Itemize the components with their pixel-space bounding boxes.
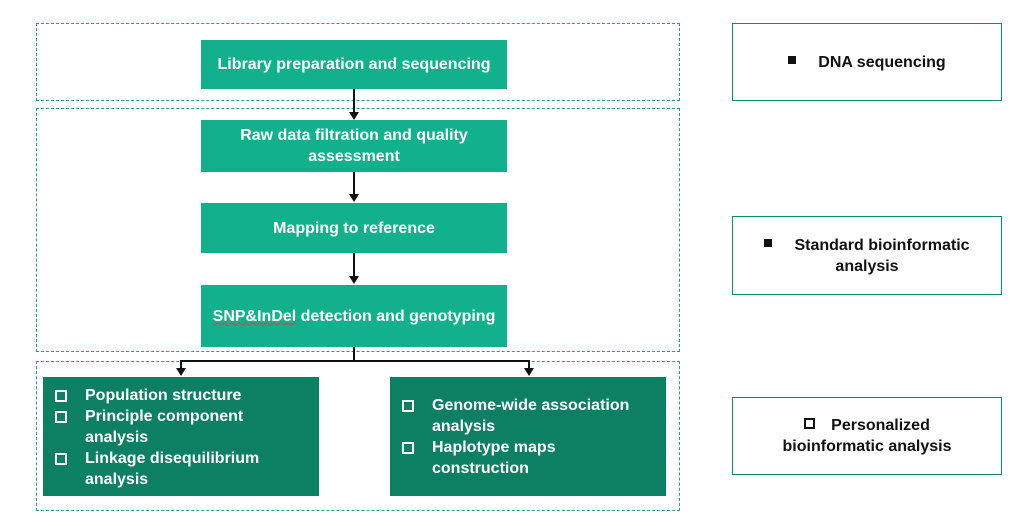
- dna-sequencing-section: [36, 23, 680, 101]
- step-snp-indel-detection: SNP&InDel detection and genotyping: [201, 285, 507, 347]
- output-item-label: Genome-wide association analysis: [432, 397, 630, 435]
- step-mapping-label: Mapping to reference: [273, 219, 435, 237]
- open-square-icon: [804, 418, 816, 430]
- arrow-2-line: [353, 172, 355, 195]
- snp-indel-rest: detection and genotyping: [296, 307, 496, 325]
- output-item: Population structure: [55, 385, 307, 406]
- legend-item: Personalized bioinformatic analysis: [767, 415, 967, 457]
- branch-bar: [180, 360, 530, 362]
- step-library-preparation: Library preparation and sequencing: [201, 40, 507, 89]
- branch-stem: [353, 347, 355, 361]
- checkbox-icon: [402, 442, 414, 454]
- arrow-2-head: [349, 194, 359, 202]
- output-item: Genome-wide association analysis: [402, 395, 654, 437]
- association-analysis-box: Genome-wide association analysis Haploty…: [390, 377, 666, 496]
- step-raw-data-filtration-label: Raw data filtration and quality assessme…: [240, 127, 468, 165]
- output-item: Principle component analysis: [55, 406, 307, 448]
- arrow-3-head: [349, 276, 359, 284]
- legend-item: DNA sequencing: [788, 52, 946, 73]
- checkbox-icon: [55, 390, 67, 402]
- snp-indel-term: SNP&InDel: [212, 307, 297, 325]
- legend-dna-sequencing: DNA sequencing: [732, 23, 1002, 101]
- step-raw-data-filtration: Raw data filtration and quality assessme…: [201, 120, 507, 172]
- arrow-1-head: [349, 112, 359, 120]
- arrow-3-line: [353, 253, 355, 277]
- branch-left-head: [176, 368, 186, 376]
- branch-right-head: [524, 368, 534, 376]
- output-item-label: Principle component analysis: [85, 408, 244, 446]
- legend-personalized-analysis: Personalized bioinformatic analysis: [732, 397, 1002, 475]
- output-item: Linkage disequilibrium analysis: [55, 448, 307, 490]
- checkbox-icon: [55, 453, 67, 465]
- legend-personalized-label: Personalized bioinformatic analysis: [782, 417, 952, 455]
- solid-square-icon: [788, 56, 797, 65]
- solid-square-icon: [764, 239, 773, 248]
- step-snp-indel-label: SNP&InDel detection and genotyping: [213, 306, 496, 327]
- legend-standard-label: Standard bioinformatic analysis: [794, 236, 970, 275]
- checkbox-icon: [402, 400, 414, 412]
- output-item: Haplotype maps construction: [402, 437, 654, 479]
- output-item-label: Population structure: [85, 387, 242, 404]
- population-analysis-box: Population structure Principle component…: [43, 377, 319, 496]
- branch-left-line: [180, 360, 182, 368]
- output-item-label: Haplotype maps construction: [432, 439, 556, 477]
- legend-dna-label: DNA sequencing: [818, 53, 946, 71]
- branch-right-line: [528, 360, 530, 368]
- step-mapping-to-reference: Mapping to reference: [201, 203, 507, 253]
- legend-item: Standard bioinformatic analysis: [747, 235, 987, 277]
- step-library-preparation-label: Library preparation and sequencing: [217, 56, 491, 73]
- arrow-1-line: [353, 89, 355, 113]
- checkbox-icon: [55, 411, 67, 423]
- output-item-label: Linkage disequilibrium analysis: [85, 450, 260, 488]
- standard-analysis-section: [36, 108, 680, 352]
- legend-standard-analysis: Standard bioinformatic analysis: [732, 216, 1002, 295]
